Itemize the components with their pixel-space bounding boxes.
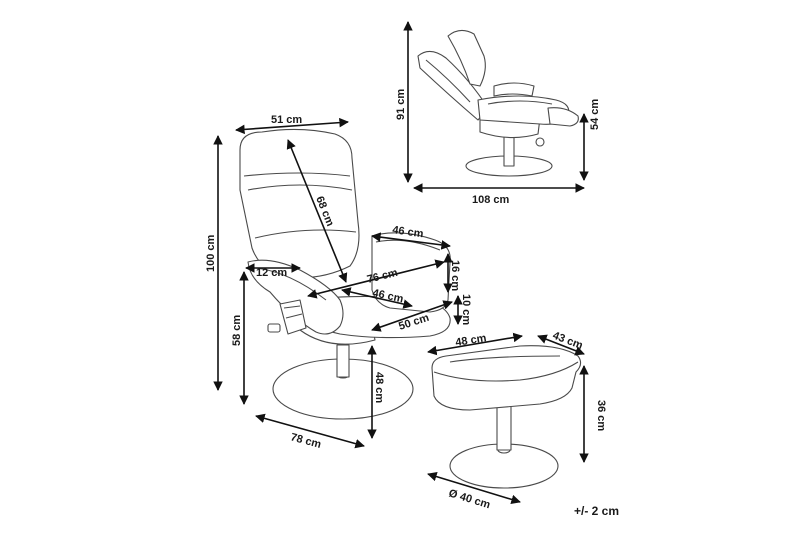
ottoman-dimension-lines <box>427 332 589 505</box>
label-recline-depth: 108 cm <box>472 194 510 206</box>
label-seat-thickness: 10 cm <box>460 294 472 325</box>
label-arm-depth: 46 cm <box>392 224 425 240</box>
label-arm-width: 12 cm <box>256 267 287 279</box>
label-arm-thickness: 16 cm <box>449 260 461 291</box>
label-recline-seat-height: 54 cm <box>589 99 601 130</box>
label-seat-height: 48 cm <box>373 372 385 403</box>
label-arm-height: 58 cm <box>231 315 243 346</box>
dimension-lines <box>213 117 463 449</box>
label-chair-width: 51 cm <box>271 114 302 126</box>
label-ottoman-height: 36 cm <box>595 400 607 431</box>
reclined-side-view-illustration <box>417 29 579 177</box>
label-ottoman-width: 48 cm <box>455 332 488 349</box>
tolerance-note: +/- 2 cm <box>574 504 619 518</box>
label-chair-height: 100 cm <box>205 234 217 272</box>
reclined-dimension-lines <box>403 21 589 193</box>
ottoman-illustration <box>431 345 582 489</box>
label-recline-height: 91 cm <box>395 89 407 120</box>
label-base-diameter: 78 cm <box>289 431 322 451</box>
